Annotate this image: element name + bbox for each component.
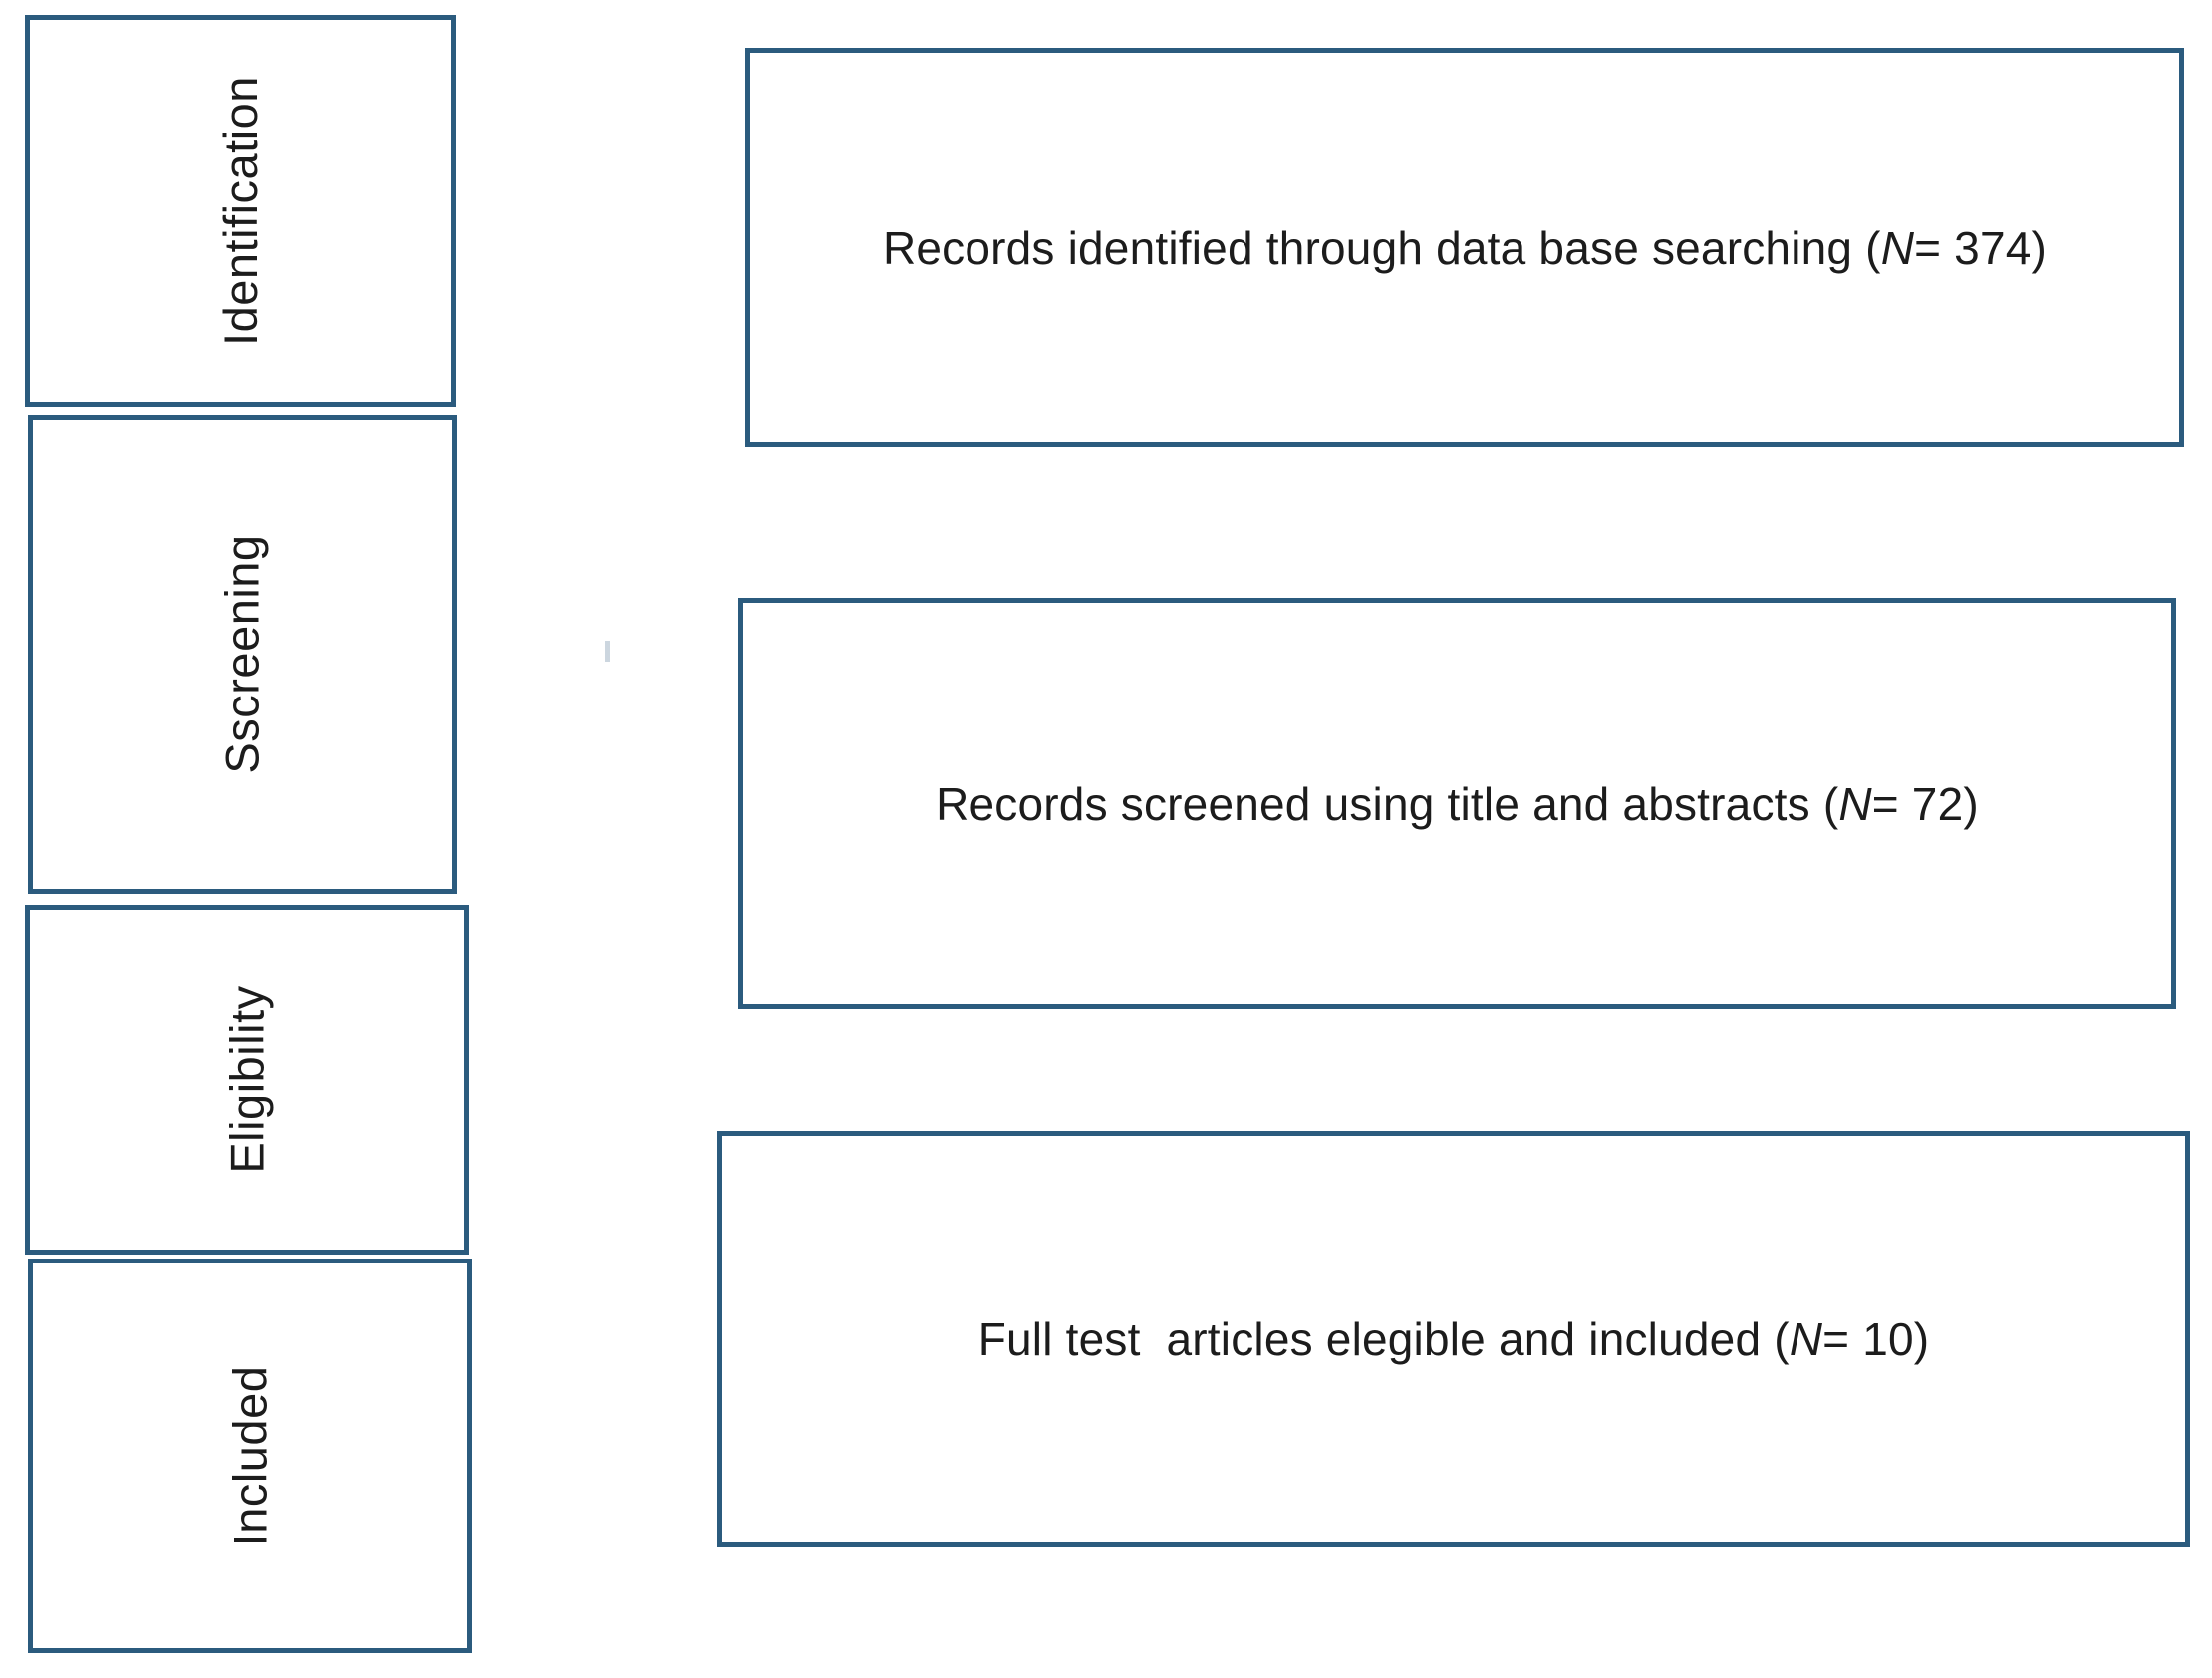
record-box-screened: Records screened using title and abstrac… bbox=[738, 598, 2176, 1009]
stage-label-identification: Identification bbox=[214, 76, 267, 346]
stage-box-screening: Sscreening bbox=[28, 415, 457, 894]
record-text-suffix: = 10) bbox=[1822, 1313, 1930, 1365]
record-text-screened: Records screened using title and abstrac… bbox=[896, 777, 2019, 831]
record-text-prefix: Records screened using title and abstrac… bbox=[936, 777, 1839, 830]
record-text-prefix: Records identified through data base sea… bbox=[882, 221, 1881, 274]
stage-label-screening: Sscreening bbox=[215, 534, 269, 774]
record-n-symbol: N bbox=[1838, 777, 1872, 830]
record-box-identified: Records identified through data base sea… bbox=[745, 48, 2184, 447]
record-text-suffix: = 72) bbox=[1871, 777, 1979, 830]
record-text-suffix: = 374) bbox=[1914, 221, 2048, 274]
stray-mark bbox=[605, 641, 610, 662]
stage-box-included: Included bbox=[28, 1258, 472, 1653]
record-n-symbol: N bbox=[1789, 1313, 1823, 1365]
stage-label-included: Included bbox=[223, 1365, 277, 1546]
record-text-included: Full test articles elegible and included… bbox=[939, 1312, 1970, 1366]
stage-box-identification: Identification bbox=[25, 15, 456, 407]
stage-box-eligibility: Eligibility bbox=[25, 905, 469, 1255]
record-n-symbol: N bbox=[1880, 221, 1915, 274]
stage-label-eligibility: Eligibility bbox=[220, 985, 274, 1174]
record-box-included: Full test articles elegible and included… bbox=[717, 1131, 2190, 1547]
record-text-identified: Records identified through data base sea… bbox=[843, 221, 2086, 275]
record-text-prefix: Full test articles elegible and included… bbox=[977, 1313, 1790, 1365]
